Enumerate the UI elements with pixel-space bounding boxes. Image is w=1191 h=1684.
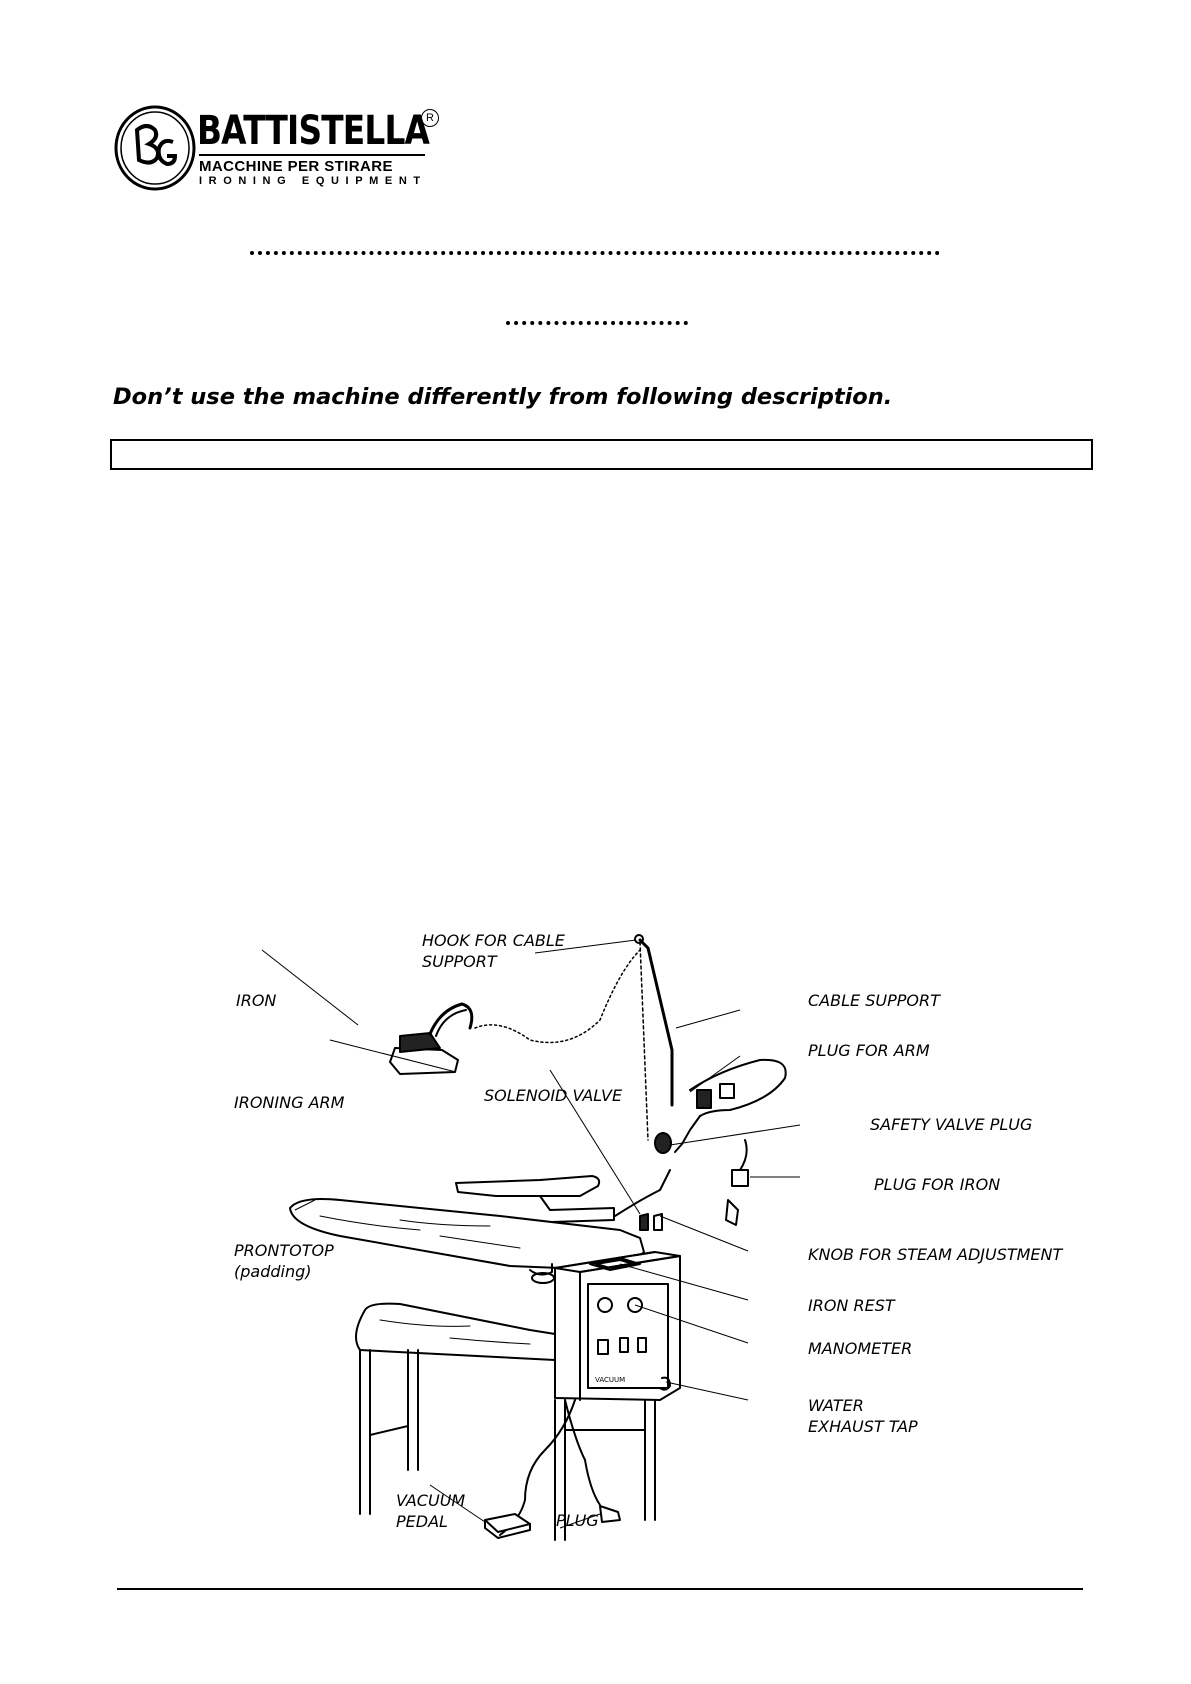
logo-brand-name: BATTISTELLA [197, 111, 429, 151]
label-vacuum-line1: VACUUM [396, 1490, 465, 1511]
registered-mark: R [421, 109, 439, 127]
dotted-line-long [250, 251, 940, 255]
label-prontotop-line2: (padding) [234, 1261, 312, 1282]
label-manometer: MANOMETER [808, 1338, 912, 1359]
label-prontotop-line1: PRONTOTOP [234, 1240, 334, 1261]
label-water-line2: EXHAUST TAP [808, 1416, 918, 1437]
bg-emblem-icon [113, 104, 197, 192]
label-plug-for-arm: PLUG FOR ARM [808, 1040, 930, 1061]
label-ironing-arm: IRONING ARM [234, 1092, 344, 1113]
label-hook-line1: HOOK FOR CABLE [422, 930, 565, 951]
label-water-line1: WATER [808, 1395, 864, 1416]
label-plug: PLUG [556, 1510, 599, 1531]
usage-warning: Don’t use the machine differently from f… [113, 384, 892, 410]
ironing-table-drawing: VACUUM [200, 930, 1100, 1555]
label-solenoid-valve: SOLENOID VALVE [484, 1085, 622, 1106]
logo-subtitle-italian: MACCHINE PER STIRARE [199, 159, 393, 174]
label-safety-valve-plug: SAFETY VALVE PLUG [870, 1114, 1032, 1135]
logo-rule [199, 154, 425, 156]
label-hook-line2: SUPPORT [422, 951, 497, 972]
label-plug-for-iron: PLUG FOR IRON [874, 1174, 1000, 1195]
label-iron: IRON [236, 990, 276, 1011]
company-logo: BATTISTELLA R MACCHINE PER STIRARE IRONI… [113, 104, 443, 194]
label-knob-steam: KNOB FOR STEAM ADJUSTMENT [808, 1244, 1062, 1265]
empty-title-box [110, 439, 1093, 470]
dotted-line-short [506, 321, 688, 325]
panel-label: VACUUM [595, 1376, 625, 1384]
machine-diagram: VACUUM HOOK FOR CABLE SUPPORT IRON CABLE… [200, 930, 1100, 1555]
logo-subtitle-english: IRONING EQUIPMENT [199, 176, 427, 187]
footer-rule [117, 1588, 1083, 1590]
label-vacuum-line2: PEDAL [396, 1511, 448, 1532]
label-iron-rest: IRON REST [808, 1295, 895, 1316]
label-cable-support: CABLE SUPPORT [808, 990, 940, 1011]
